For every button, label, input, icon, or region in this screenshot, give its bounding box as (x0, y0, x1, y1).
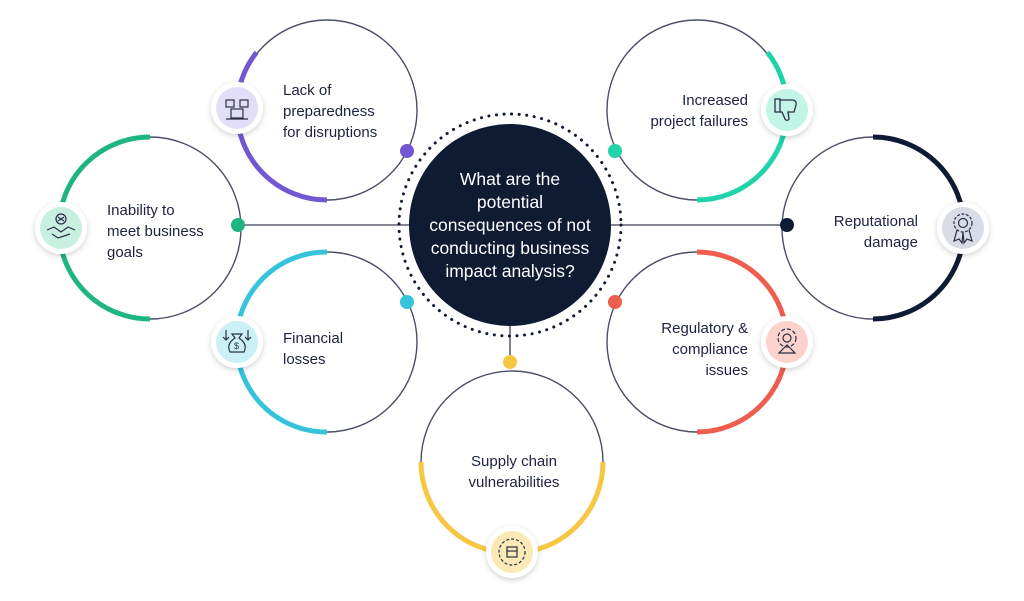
label-line: Regulatory & (661, 320, 748, 337)
money-bag-icon: $ (222, 330, 252, 353)
label-preparedness: Lack of preparedness for disruptions (283, 80, 377, 143)
label-line: compliance (672, 341, 748, 358)
label-line: Supply chain (471, 453, 557, 470)
label-reputational: Reputational damage (808, 211, 918, 253)
node-financial: $ (211, 249, 418, 435)
label-line: for disruptions (283, 124, 378, 141)
connector-dot-preparedness (400, 144, 414, 158)
node-project (606, 19, 813, 203)
center-line: conducting business (430, 237, 590, 258)
label-financial: Financial losses (283, 328, 343, 370)
node-reputational (780, 134, 989, 322)
center-line: impact analysis? (445, 260, 575, 281)
handshake-icon (46, 213, 76, 239)
svg-text:$: $ (234, 341, 239, 351)
label-inability: Inability to meet business goals (107, 200, 204, 263)
center-hub (397, 112, 623, 338)
connector-dot-supply (503, 355, 517, 369)
connector-dot-financial (400, 295, 414, 309)
label-line: goals (107, 244, 143, 261)
connector-dot-inability (231, 218, 245, 232)
label-line: vulnerabilities (468, 474, 560, 491)
node-supply (418, 355, 606, 578)
connector-dot-reputational (780, 218, 794, 232)
label-line: Increased (682, 92, 748, 109)
label-line: meet business (107, 223, 204, 240)
label-line: Reputational (833, 213, 918, 230)
accent-arc-financial (234, 283, 328, 435)
center-line: potential (476, 191, 544, 212)
label-line: Inability to (107, 202, 175, 219)
connector-dot-project (608, 144, 622, 158)
center-line: consequences of not (429, 214, 591, 235)
center-line: What are the (459, 168, 561, 189)
compliance-gear-icon (777, 328, 797, 354)
label-line: preparedness (283, 103, 375, 120)
award-badge-icon (953, 213, 973, 245)
label-line: Financial (283, 330, 344, 347)
node-regulatory (606, 249, 813, 435)
thumbs-down-icon (774, 98, 797, 122)
connector-dot-regulatory (608, 295, 622, 309)
node-preparedness (211, 19, 418, 203)
label-line: damage (863, 234, 918, 251)
label-regulatory: Regulatory & compliance issues (630, 318, 748, 381)
label-project: Increased project failures (628, 90, 748, 132)
boxes-icon (225, 99, 249, 120)
label-line: Lack of (283, 82, 332, 99)
label-line: losses (283, 351, 326, 368)
node-inability (35, 134, 245, 322)
label-supply: Supply chain vulnerabilities (440, 451, 588, 493)
supply-chain-icon (498, 538, 526, 566)
center-question: What are the potential consequences of n… (410, 160, 610, 290)
label-line: issues (705, 362, 748, 379)
label-line: project failures (650, 113, 748, 130)
